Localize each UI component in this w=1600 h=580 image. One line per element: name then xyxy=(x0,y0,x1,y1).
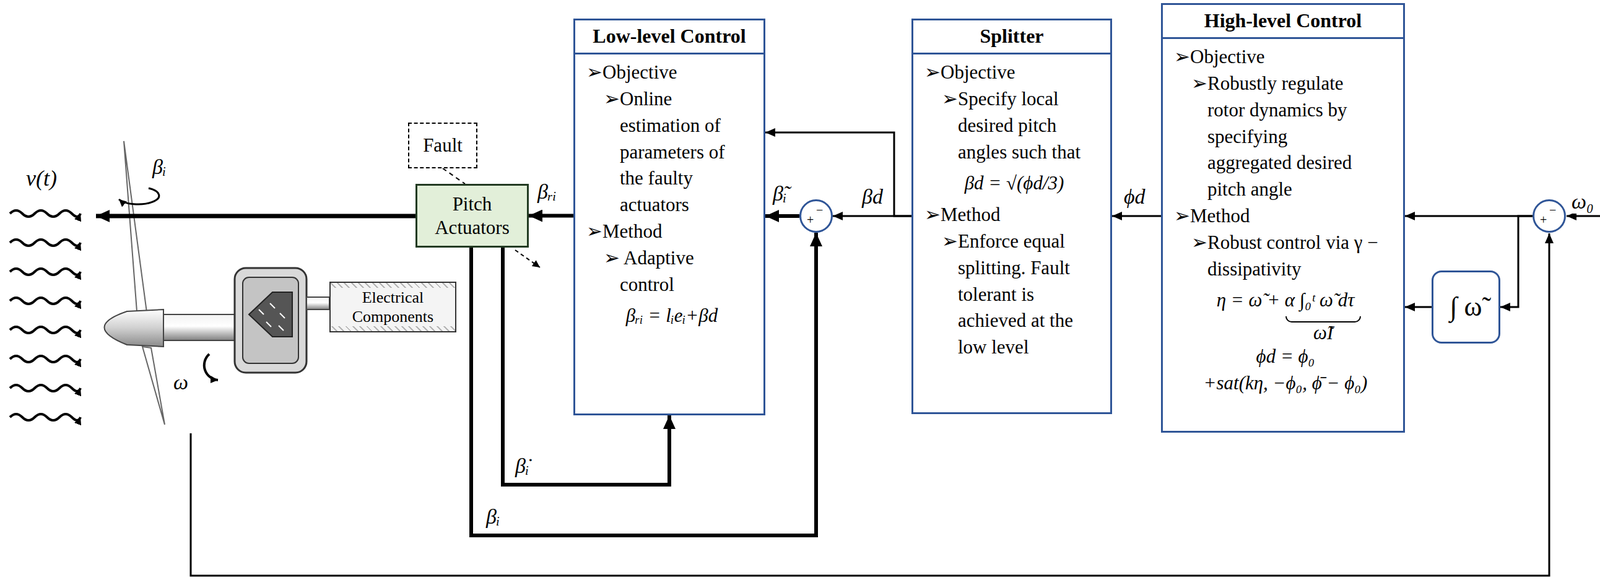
bullet-item: ➢Method xyxy=(1173,203,1397,230)
bullet-item: ➢Method xyxy=(924,201,1105,229)
bullet-subitem: ➢Robust control via γ − dissipativity xyxy=(1191,229,1400,283)
equation: η = ω̃ + α ∫₀ᵗ ω̃ dτ xyxy=(1173,287,1397,314)
bullet-subitem: ➢Robustly regulate rotor dynamics by spe… xyxy=(1191,70,1371,204)
signal-connector xyxy=(1500,216,1533,308)
control-panel: High-level Control➢Objective➢Robustly re… xyxy=(1160,3,1405,433)
signal-label: ω xyxy=(172,370,190,395)
sign-mark: + xyxy=(806,213,814,227)
bullet-subitem: ➢Enforce equal splitting. Fault tolerant… xyxy=(941,228,1090,361)
node-text: Fault xyxy=(422,133,463,157)
node-text: Electrical Components xyxy=(330,287,456,327)
sign-mark: − xyxy=(816,203,823,217)
blade-upper xyxy=(123,141,148,320)
gearbox-inner xyxy=(242,277,299,364)
signal-connector xyxy=(765,214,800,218)
equation: +sat(kη, −ϕ₀, ϕ̄ − ϕ₀) xyxy=(1173,370,1397,397)
equation: βᵣᵢ = lᵢeᵢ+βd xyxy=(586,302,758,330)
actuator-box: Pitch Actuators xyxy=(415,183,529,248)
signal-connector xyxy=(442,168,466,184)
bullet-item: ➢Objective xyxy=(586,59,758,87)
output-shaft xyxy=(306,297,330,310)
reference-input-wire xyxy=(1566,215,1600,218)
bullet-subitem: ➢Specify local desired pitch angles such… xyxy=(941,86,1090,166)
equation: ϕd = ϕ₀ xyxy=(1173,343,1397,371)
bullet-item: ➢Method xyxy=(586,218,758,246)
sign-mark: + xyxy=(1539,213,1547,227)
panel-body: ➢Objective➢Specify local desired pitch a… xyxy=(913,54,1111,366)
splitter-panel: Splitter➢Objective➢Specify local desired… xyxy=(911,18,1113,415)
node-text: Pitch Actuators xyxy=(417,192,527,239)
signal-label: βᵣᵢ xyxy=(536,179,558,204)
rotor-rotation-arrow xyxy=(204,354,218,381)
component-box: Electrical Components xyxy=(329,281,457,333)
underbrace-label: ω̃I xyxy=(1285,322,1361,344)
signal-label: βd xyxy=(860,184,885,209)
gearbox xyxy=(234,268,307,373)
node-text: ∫ ω̃ xyxy=(1449,291,1482,324)
bullet-subitem: ➢Online estimation of parameters of the … xyxy=(603,86,732,219)
signal-label: βᵢ xyxy=(484,504,501,529)
summing-junction: −+ xyxy=(1532,199,1566,233)
summing-junction: −+ xyxy=(799,199,833,233)
integrator-box: ∫ ω̃ xyxy=(1431,270,1501,344)
signal-connector xyxy=(1404,215,1533,218)
hub-nose xyxy=(104,309,165,347)
wind-waves xyxy=(9,210,81,421)
underbrace xyxy=(1285,316,1361,323)
signal-label: ϕd xyxy=(1122,184,1147,209)
bullet-item: ➢Objective xyxy=(924,59,1105,87)
panel-heading: High-level Control xyxy=(1162,4,1404,40)
panel-body: ➢Objective➢Online estimation of paramete… xyxy=(575,54,764,340)
fault-box: Fault xyxy=(408,122,478,169)
signal-label: β̃ᵢ xyxy=(771,181,788,206)
signal-connector xyxy=(765,132,912,217)
main-shaft xyxy=(163,314,237,341)
equation: βd = √(ϕd/3) xyxy=(924,170,1105,197)
fault-effect-arrow xyxy=(515,250,540,268)
gearbox-marks xyxy=(258,303,285,331)
gearbox-core xyxy=(248,292,293,337)
sign-mark: − xyxy=(1549,203,1557,217)
blade-lower xyxy=(142,346,165,425)
signal-connector xyxy=(1404,306,1432,309)
signal-label: β̇ᵢ xyxy=(513,453,531,479)
pitch-to-blade-arrow xyxy=(95,214,416,219)
bullet-item: ➢Objective xyxy=(1173,43,1397,71)
panel-heading: Splitter xyxy=(913,20,1111,55)
control-panel: Low-level Control➢Objective➢Online estim… xyxy=(573,18,766,416)
pitch-rotation-arrow xyxy=(118,188,160,205)
panel-body: ➢Objective➢Robustly regulate rotor dynam… xyxy=(1162,39,1404,402)
bullet-subitem: ➢ Adaptive control xyxy=(603,245,732,299)
signal-connector xyxy=(1112,215,1161,218)
signal-label: v(t) xyxy=(24,165,59,192)
signal-connector xyxy=(528,214,574,218)
signal-label: βᵢ xyxy=(151,154,168,179)
panel-heading: Low-level Control xyxy=(575,20,764,55)
signal-label: ω₀ xyxy=(1570,189,1596,214)
